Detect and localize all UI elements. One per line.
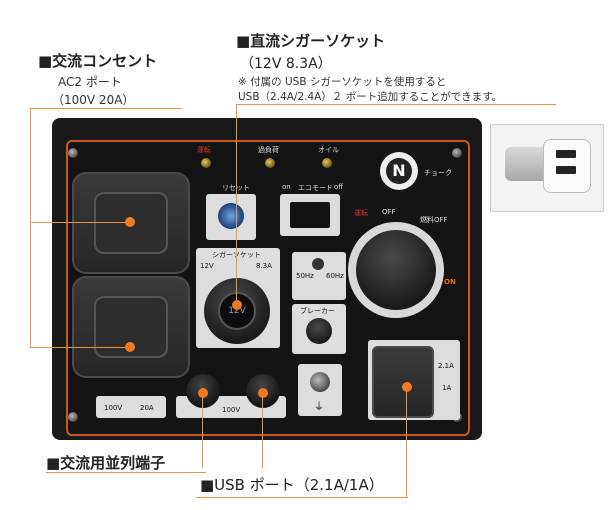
choke-icon: N	[386, 158, 412, 184]
outlet-amp-label: 20A	[140, 404, 154, 412]
cigar-socket-rating: （12V 8.3A）	[240, 56, 332, 72]
ground-icon: ⏚	[314, 402, 324, 413]
lamp-overload-label: 過負荷	[258, 146, 279, 154]
ac-outlet-ports: AC2 ポート	[58, 75, 122, 89]
callout-dot	[402, 382, 412, 392]
cigar-socket-note-2: USB（2.4A/2.4A）２ ポート追加することができます。	[238, 91, 503, 103]
reset-button[interactable]	[218, 203, 244, 229]
hz-selector[interactable]	[312, 258, 324, 270]
parallel-volt-label: 100V	[222, 406, 241, 414]
hz-50-label: 50Hz	[296, 272, 314, 280]
screw	[452, 148, 462, 158]
callout-dot	[125, 342, 135, 352]
leader-line	[30, 222, 130, 223]
run-dial-label: 運転	[354, 209, 368, 217]
eco-mode-switch[interactable]	[290, 202, 330, 228]
choke-knob[interactable]: N	[380, 152, 418, 190]
screw	[68, 148, 78, 158]
leader-line	[30, 347, 130, 348]
choke-label: チョーク	[424, 169, 452, 177]
leader-line	[262, 392, 263, 468]
leader-line	[236, 104, 237, 304]
leader-line	[236, 104, 556, 105]
callout-dot	[198, 388, 208, 398]
cigar-socket-note-1: ※ 付属の USB シガーソケットを使用すると	[238, 76, 447, 88]
leader-line	[30, 108, 182, 109]
breaker-button[interactable]	[306, 318, 332, 344]
cigar-socket-face: 12V	[218, 292, 256, 330]
usb-port-title: ■USB ポート（2.1A/1A）	[200, 476, 384, 494]
ac-outlet-title: ■交流コンセント	[38, 52, 158, 70]
eco-off-label: off	[334, 183, 344, 191]
usb-21a-label: 2.1A	[438, 362, 454, 370]
lamp-run-label: 運転	[197, 146, 211, 154]
usb-slot-icon	[556, 150, 576, 158]
fuel-run-dial[interactable]	[356, 230, 436, 310]
callout-dot	[232, 300, 242, 310]
parallel-terminal-title: ■交流用並列端子	[46, 454, 166, 472]
eco-label: エコモード	[298, 184, 333, 192]
usb-1a-label: 1A	[442, 384, 452, 392]
leader-line	[406, 386, 407, 498]
leader-line	[202, 392, 203, 468]
oil-lamp-icon	[322, 158, 332, 168]
leader-line	[46, 472, 206, 473]
cigar-12v-label: 12V	[200, 262, 214, 270]
callout-dot	[258, 388, 268, 398]
cigar-socket[interactable]: 12V	[204, 278, 270, 344]
lamp-oil-label: オイル	[318, 146, 339, 154]
outlet-volt-label: 100V	[104, 404, 123, 412]
screw	[68, 412, 78, 422]
on-label: ON	[444, 278, 456, 286]
ac-outlet-cover-upper[interactable]	[72, 172, 190, 274]
outlet-rating-plate	[96, 396, 166, 418]
usb-adapter-photo	[490, 124, 604, 212]
fuel-off-label: 燃料OFF	[420, 216, 448, 224]
breaker-label: ブレーカー	[300, 307, 335, 315]
usb-slot-icon	[556, 166, 576, 174]
cigar-socket-title: ■直流シガーソケット	[236, 32, 386, 50]
leader-line	[30, 108, 31, 348]
run-off-label: OFF	[382, 208, 396, 216]
ground-terminal[interactable]	[310, 372, 330, 392]
adapter-head-icon	[543, 139, 591, 193]
overload-lamp-icon	[265, 158, 275, 168]
run-lamp-icon	[201, 158, 211, 168]
ac-outlet-cover-lower[interactable]	[72, 276, 190, 378]
hz-60-label: 60Hz	[326, 272, 344, 280]
cigar-83a-label: 8.3A	[256, 262, 272, 270]
ac-outlet-rating: （100V 20A）	[52, 93, 135, 107]
adapter-plug-icon	[505, 147, 545, 181]
eco-on-label: on	[282, 183, 291, 191]
leader-line	[196, 497, 408, 498]
callout-dot	[125, 217, 135, 227]
